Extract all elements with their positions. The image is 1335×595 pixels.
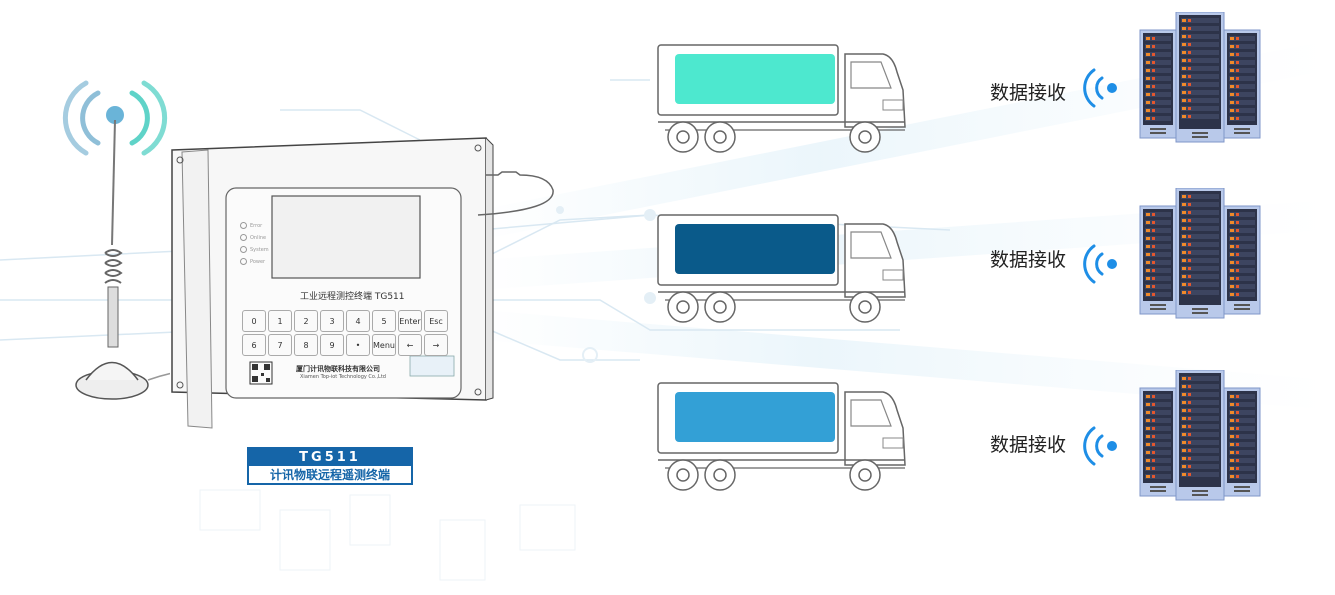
company-name-cn: 厦门计讯物联科技有限公司 [296,365,380,373]
wifi-signal-icon [1083,426,1117,466]
receiver-label-1: 数据接收 [990,82,1067,104]
key-esc: Esc [424,310,448,332]
keypad: 0 1 2 3 4 5 Enter Esc 6 7 8 9 • Menu ← → [242,310,448,356]
key-2: 2 [294,310,318,332]
key-left: ← [398,334,422,356]
receiver-label-3: 数据接收 [990,434,1067,456]
wifi-signal-icon [1083,68,1117,108]
device-model-label: TG511 [249,449,411,466]
truck-cargo-panel-3 [675,392,835,442]
key-0: 0 [242,310,266,332]
led-system: System [240,246,269,253]
company-name-en: Xiamen Top-iot Technology Co.,Ltd [300,374,386,380]
led-error: Error [240,222,262,229]
telemetry-terminal [171,137,554,429]
truck-cargo-panel-1 [675,54,835,104]
key-enter: Enter [398,310,422,332]
key-6: 6 [242,334,266,356]
truck-3 [657,382,906,491]
key-5: 5 [372,310,396,332]
server-rack-icon [1139,188,1261,319]
key-1: 1 [268,310,292,332]
key-menu: Menu [372,334,396,356]
key-dot: • [346,334,370,356]
key-3: 3 [320,310,344,332]
led-power: Power [240,258,265,265]
key-7: 7 [268,334,292,356]
key-9: 9 [320,334,344,356]
truck-cargo-panel-2 [675,224,835,274]
key-right: → [424,334,448,356]
panel-title: 工业远程测控终端 TG511 [300,292,405,302]
antenna-signal-icon [62,80,168,156]
antenna [62,80,170,400]
server-rack-icon [1139,12,1261,143]
led-online: Online [240,234,266,241]
device-caption: TG511 计讯物联远程遥测终端 [247,447,413,485]
truck-1 [657,44,906,153]
truck-2 [657,214,906,323]
wifi-signal-icon [1083,244,1117,284]
key-4: 4 [346,310,370,332]
server-rack-icon [1139,370,1261,501]
receiver-label-2: 数据接收 [990,249,1067,271]
key-8: 8 [294,334,318,356]
device-name-label: 计讯物联远程遥测终端 [269,468,390,482]
